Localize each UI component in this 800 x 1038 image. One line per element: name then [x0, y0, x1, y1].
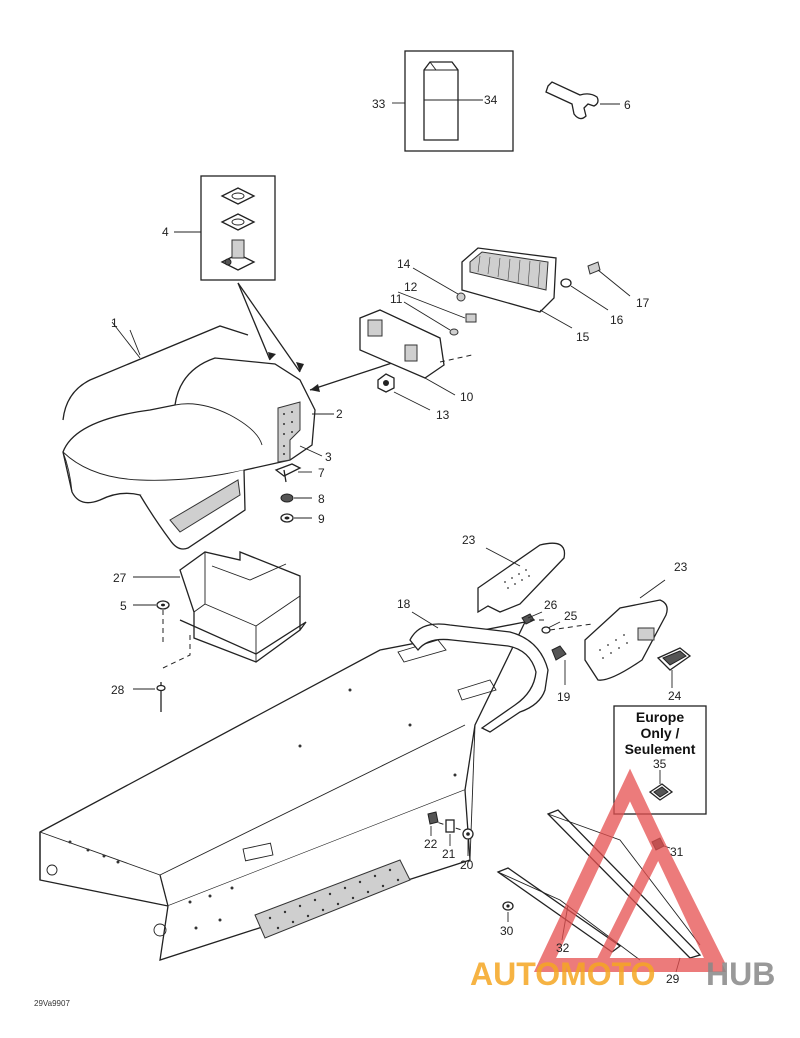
tail-light-assembly [359, 247, 631, 411]
callout-1: 1 [111, 316, 118, 330]
battery-box-assembly [133, 551, 307, 712]
callout-14: 14 [397, 257, 411, 271]
callout-8: 8 [318, 492, 325, 506]
seat-assembly [62, 321, 334, 550]
rear-bumper-caps [477, 542, 692, 688]
callout-30: 30 [500, 924, 514, 938]
callout-12: 12 [404, 280, 418, 294]
callout-3: 3 [325, 450, 332, 464]
callout-10: 10 [460, 390, 474, 404]
callout-19: 19 [557, 690, 571, 704]
callout-17: 17 [636, 296, 650, 310]
watermark-text-hub: HUB [706, 956, 775, 992]
callout-23-lower: 23 [674, 560, 688, 574]
europe-only-box [613, 705, 707, 815]
callout-35: 35 [653, 757, 667, 771]
callout-18: 18 [397, 597, 411, 611]
europe-box-label: Europe Only / Seulement [625, 709, 696, 757]
callout-34: 34 [484, 93, 498, 107]
callout-9: 9 [318, 512, 325, 526]
mud-flap-bracket [496, 809, 702, 973]
callout-23-upper: 23 [462, 533, 476, 547]
callout-21: 21 [442, 847, 456, 861]
rear-tunnel-chassis [39, 611, 549, 961]
hardware-20-21-22 [427, 811, 474, 856]
callout-31: 31 [670, 845, 684, 859]
callout-26: 26 [544, 598, 558, 612]
europe-label-line2: Only / [641, 725, 680, 741]
callout-20: 20 [460, 858, 474, 872]
callout-15: 15 [576, 330, 590, 344]
callout-labels: 1 2 3 4 5 6 7 8 9 10 11 12 13 14 15 16 1… [111, 93, 688, 986]
callout-33: 33 [372, 97, 386, 111]
hardware-7-8-9 [274, 463, 312, 523]
callout-6: 6 [624, 98, 631, 112]
automotohub-watermark [533, 768, 727, 972]
callout-11: 11 [390, 292, 403, 306]
watermark-text: AUTOMOTO HUB [470, 956, 775, 992]
callout-2: 2 [336, 407, 343, 421]
part-6-spanner [545, 81, 620, 120]
callout-29: 29 [666, 972, 680, 986]
callout-27: 27 [113, 571, 127, 585]
callout-22: 22 [424, 837, 438, 851]
europe-label-line1: Europe [636, 709, 684, 725]
kit-box-33-34 [392, 50, 514, 152]
callout-7: 7 [318, 466, 325, 480]
callout-5: 5 [120, 599, 127, 613]
watermark-text-automoto: AUTOMOTO [470, 956, 655, 992]
callout-4: 4 [162, 225, 169, 239]
callout-28: 28 [111, 683, 125, 697]
assembly-arrow [309, 361, 396, 392]
callout-25: 25 [564, 609, 578, 623]
kit-box-4 [174, 175, 304, 373]
callout-13: 13 [436, 408, 450, 422]
diagram-code: 29Va9907 [34, 999, 70, 1008]
europe-label-line3: Seulement [625, 741, 696, 757]
callout-24: 24 [668, 689, 682, 703]
callout-16: 16 [610, 313, 624, 327]
callout-32: 32 [556, 941, 570, 955]
